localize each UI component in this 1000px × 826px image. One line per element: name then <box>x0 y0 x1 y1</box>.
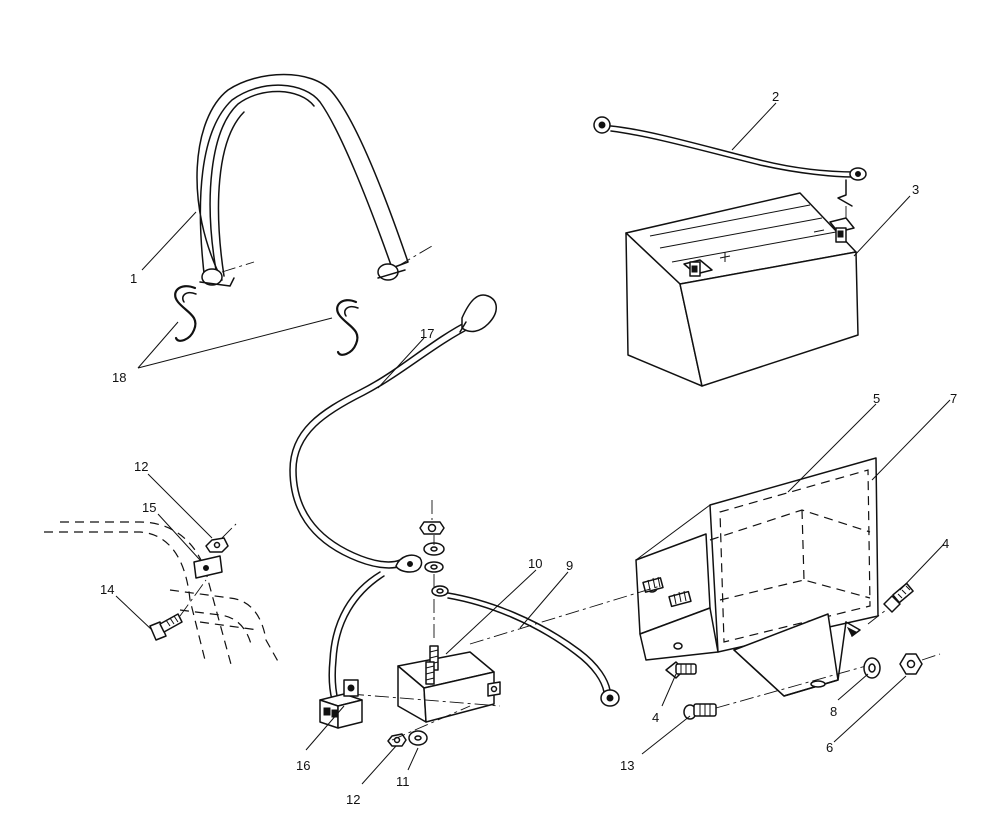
callout-8: 8 <box>830 704 837 719</box>
s-hook-left <box>174 285 197 342</box>
callout-10: 10 <box>528 556 542 571</box>
callout-1: 1 <box>130 271 137 286</box>
callout-4-lower: 4 <box>652 710 659 725</box>
callout-5: 5 <box>873 391 880 406</box>
bolt-13 <box>683 665 867 720</box>
callout-11: 11 <box>396 774 410 789</box>
callout-18: 18 <box>112 370 126 385</box>
bolt-14 <box>149 579 207 641</box>
nut-12-upper <box>205 523 237 553</box>
callout-9: 9 <box>566 558 573 573</box>
bolt-4-right <box>867 582 914 625</box>
callout-2: 2 <box>772 89 779 104</box>
bolt-stub-lower <box>668 590 692 608</box>
positive-cable <box>289 294 497 701</box>
washer-8 <box>863 657 881 679</box>
connector-block <box>319 679 363 729</box>
callout-12-upper: 12 <box>134 459 148 474</box>
callout-14: 14 <box>100 582 114 597</box>
callout-15: 15 <box>142 500 156 515</box>
callout-labels: 1 2 3 4 4 5 6 7 8 9 10 11 12 12 13 14 15… <box>100 89 957 807</box>
nut-12-lower <box>387 733 407 747</box>
solenoid <box>349 645 501 723</box>
battery-cable-top <box>593 116 867 225</box>
callout-7: 7 <box>950 391 957 406</box>
leader-lines <box>115 102 951 785</box>
frame-outline <box>44 521 281 669</box>
bracket-15 <box>193 555 223 579</box>
nut-6 <box>899 653 941 675</box>
battery-terminal-positive <box>829 217 855 243</box>
bolt-stub-upper <box>642 576 664 593</box>
washer-11 <box>408 730 428 746</box>
s-hook-right <box>336 299 359 356</box>
bolt-4-lower <box>665 661 697 679</box>
battery <box>625 192 859 387</box>
nut-and-washers-stack <box>419 500 445 640</box>
callout-6: 6 <box>826 740 833 755</box>
callout-13: 13 <box>620 758 634 773</box>
callout-4-right: 4 <box>942 536 949 551</box>
solenoid-cable <box>431 585 620 707</box>
callout-12-lower: 12 <box>346 792 360 807</box>
callout-17: 17 <box>420 326 434 341</box>
hold-down-strap <box>196 73 433 287</box>
callout-16: 16 <box>296 758 310 773</box>
battery-box <box>469 457 879 697</box>
battery-terminal-negative <box>683 259 713 277</box>
callout-3: 3 <box>912 182 919 197</box>
